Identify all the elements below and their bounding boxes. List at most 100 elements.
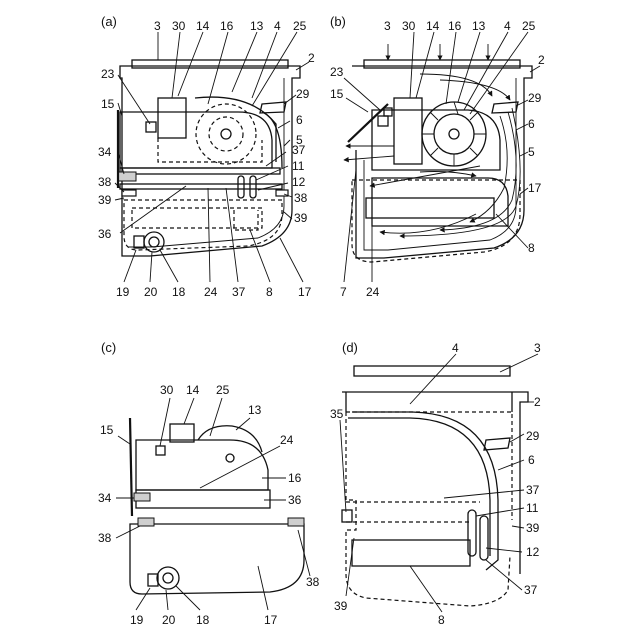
panel-c-front-panel: [130, 418, 132, 516]
panel-b-motor: [394, 98, 422, 164]
panel-a-label-8: 8: [266, 285, 273, 299]
panel-c-pump-inner: [163, 573, 173, 583]
panel-d-tab: [484, 438, 510, 450]
panel-d-label-2: 2: [534, 395, 541, 409]
panel-d-label-4: 4: [452, 341, 459, 355]
panel-a-fan-outer: [196, 104, 256, 164]
panel-d-label-3: 3: [534, 341, 541, 355]
panel-c-label-36: 36: [288, 493, 302, 507]
panel-b-label-3: 3: [384, 19, 391, 33]
panel-a-label-34: 34: [98, 145, 112, 159]
panel-a-label-38-left: 38: [98, 175, 112, 189]
panel-b-duct: [372, 178, 508, 226]
panel-a-label-37-top: 37: [292, 143, 306, 157]
panel-b-sensor: [384, 108, 392, 116]
panel-c-pump-outer: [157, 567, 179, 589]
panel-a-label-14: 14: [196, 19, 210, 33]
panel-d-guide-inner: [348, 418, 490, 556]
panel-d-dashed-upper: [346, 412, 512, 520]
panel-b-label-29: 29: [528, 91, 542, 105]
panel-b-label-16: 16: [448, 19, 462, 33]
panel-c-fan-hump: [198, 426, 262, 452]
panel-c-controller: [156, 446, 165, 455]
panel-d-label-39-right: 39: [526, 521, 540, 535]
panel-a-label-25: 25: [293, 19, 307, 33]
panel-a-label-15: 15: [101, 97, 115, 111]
panel-a-label-19: 19: [116, 285, 130, 299]
panel-c-grip: [134, 493, 150, 501]
panel-a-label-17: 17: [298, 285, 312, 299]
panel-b-label-15: 15: [330, 87, 344, 101]
panel-c-label-25: 25: [216, 383, 230, 397]
panel-c: (c): [98, 340, 320, 627]
panel-b-label-7: 7: [340, 285, 347, 299]
panel-a-label-23: 23: [101, 67, 115, 81]
panel-b-caption: (b): [330, 14, 346, 29]
panel-a-filter-box: [134, 236, 144, 248]
panel-d-label-39-left: 39: [334, 599, 348, 613]
panel-d-label-37-bottom: 37: [524, 583, 538, 597]
panel-c-label-38-left: 38: [98, 531, 112, 545]
panel-b-fan-hub: [449, 129, 459, 139]
panel-a-label-39-left: 39: [98, 193, 112, 207]
panel-a-fan-casing: [195, 97, 276, 162]
panel-d: (d): [330, 340, 541, 627]
panel-a-label-16: 16: [220, 19, 234, 33]
panel-c-label-16: 16: [288, 471, 302, 485]
panel-d-tray: [352, 540, 470, 566]
panel-c-label-20: 20: [162, 613, 176, 627]
panel-b-top-plate: [364, 60, 520, 68]
panel-c-bracket-left: [138, 518, 154, 526]
panel-b: (b): [330, 14, 545, 299]
panel-c-label-19: 19: [130, 613, 144, 627]
panel-a-label-4: 4: [274, 19, 281, 33]
panel-a-label-13: 13: [250, 19, 264, 33]
panel-d-label-6: 6: [528, 453, 535, 467]
panel-a: (a): [98, 14, 315, 299]
panel-c-label-30: 30: [160, 383, 174, 397]
panel-a-fan-inner: [209, 117, 243, 151]
panel-a-rail: [120, 184, 282, 189]
panel-a-plate: [120, 168, 280, 174]
panel-a-tray-inner: [234, 210, 258, 230]
panel-b-label-30: 30: [402, 19, 416, 33]
panel-c-label-13: 13: [248, 403, 262, 417]
panel-b-label-13: 13: [472, 19, 486, 33]
panel-a-tab: [260, 102, 286, 113]
panel-a-pump-inner: [149, 237, 159, 247]
panel-a-label-30: 30: [172, 19, 186, 33]
panel-c-label-38-right: 38: [306, 575, 320, 589]
panel-b-label-5: 5: [528, 145, 535, 159]
panel-a-label-24: 24: [204, 285, 218, 299]
panel-b-tab: [492, 102, 518, 113]
panel-c-filter-box: [148, 574, 158, 586]
panel-a-fan-hub: [221, 129, 231, 139]
panel-a-duct: [158, 138, 262, 162]
panel-d-label-29: 29: [526, 429, 540, 443]
panel-b-label-4: 4: [504, 19, 511, 33]
panel-c-fan-hub: [226, 454, 234, 462]
panel-c-caption: (c): [101, 340, 116, 355]
panel-a-label-37-bottom: 37: [232, 285, 246, 299]
panel-d-top-plate: [354, 366, 510, 376]
panel-a-label-6: 6: [296, 113, 303, 127]
panel-c-label-34: 34: [98, 491, 112, 505]
panel-a-label-18: 18: [172, 285, 186, 299]
panel-b-label-24: 24: [366, 285, 380, 299]
panel-a-label-20: 20: [144, 285, 158, 299]
panel-c-bracket-right: [288, 518, 304, 526]
panel-d-label-11: 11: [526, 501, 539, 515]
panel-b-label-2: 2: [538, 53, 545, 67]
panel-c-label-24: 24: [280, 433, 294, 447]
panel-d-label-35: 35: [330, 407, 344, 421]
panel-c-leaders: [116, 398, 310, 610]
panel-d-housing: [342, 392, 528, 574]
panel-b-label-6: 6: [528, 117, 535, 131]
panel-d-heater-1: [468, 510, 476, 556]
panel-b-label-25: 25: [522, 19, 536, 33]
panel-d-label-8: 8: [438, 613, 445, 627]
panel-b-label-17: 17: [528, 181, 542, 195]
panel-b-fan-ring: [434, 114, 474, 154]
panel-a-label-3: 3: [154, 19, 161, 33]
